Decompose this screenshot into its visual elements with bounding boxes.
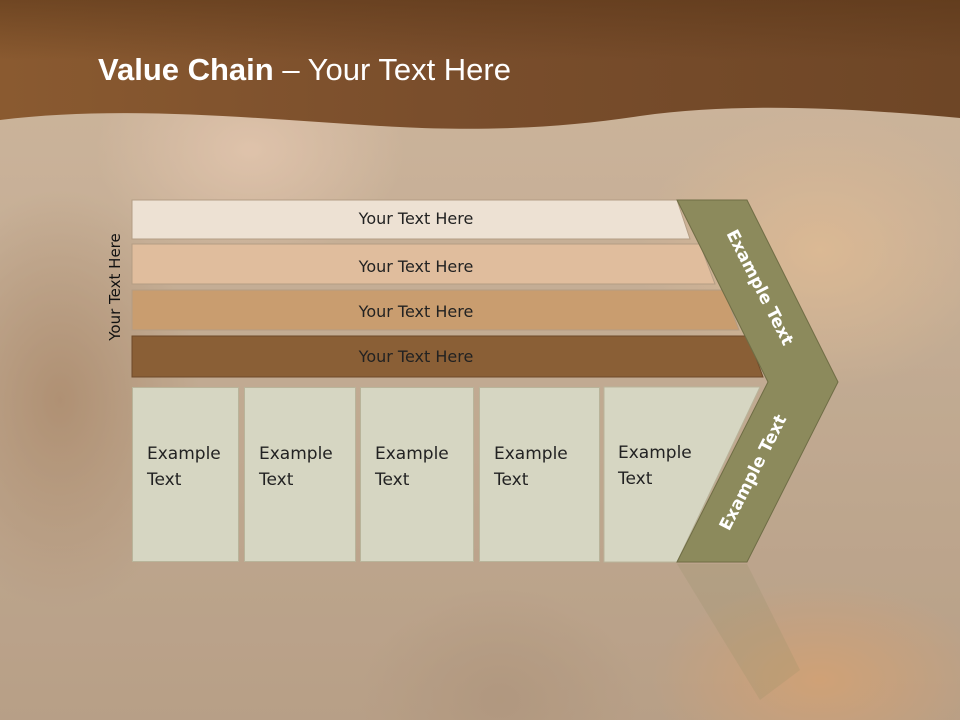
column-4-reflection: Example Text	[479, 563, 600, 683]
bar-4-label: Your Text Here	[358, 347, 474, 366]
title-rest: – Your Text Here	[273, 52, 511, 87]
bar-4	[131, 335, 764, 378]
slide-title: Value Chain – Your Text Here	[98, 52, 511, 88]
bar-1-label: Your Text Here	[358, 209, 474, 228]
column-3: Example Text	[360, 387, 474, 562]
column-1: Example Text	[132, 387, 239, 562]
column-4-text: Example Text	[494, 444, 568, 490]
bar-1	[131, 199, 691, 240]
column-2: Example Text	[244, 387, 356, 562]
column-1-text: Example Text	[147, 444, 221, 490]
column-2-reflection: Example Text	[244, 563, 356, 683]
title-bold: Value Chain	[98, 52, 274, 87]
bar-3	[131, 289, 740, 331]
column-4: Example Text	[479, 387, 600, 562]
bar-3-label: Your Text Here	[358, 302, 474, 321]
header-banner	[0, 0, 960, 129]
column-3-text: Example Text	[375, 444, 449, 490]
chevron-reflection	[677, 564, 800, 700]
value-bars: Your Text Here Your Text Here Your Text …	[131, 199, 764, 378]
bar-2-label: Your Text Here	[358, 257, 474, 276]
chevron	[676, 199, 839, 563]
column-2-text: Example Text	[259, 444, 333, 490]
column-3-reflection: Example Text	[360, 563, 474, 683]
bar-2	[131, 243, 716, 285]
column-1-reflection: Example Text	[132, 563, 239, 683]
column-5: Example Text	[604, 387, 694, 562]
column-5-reflection: Example Text	[604, 563, 760, 683]
column-5-text: Example Text	[618, 443, 692, 489]
